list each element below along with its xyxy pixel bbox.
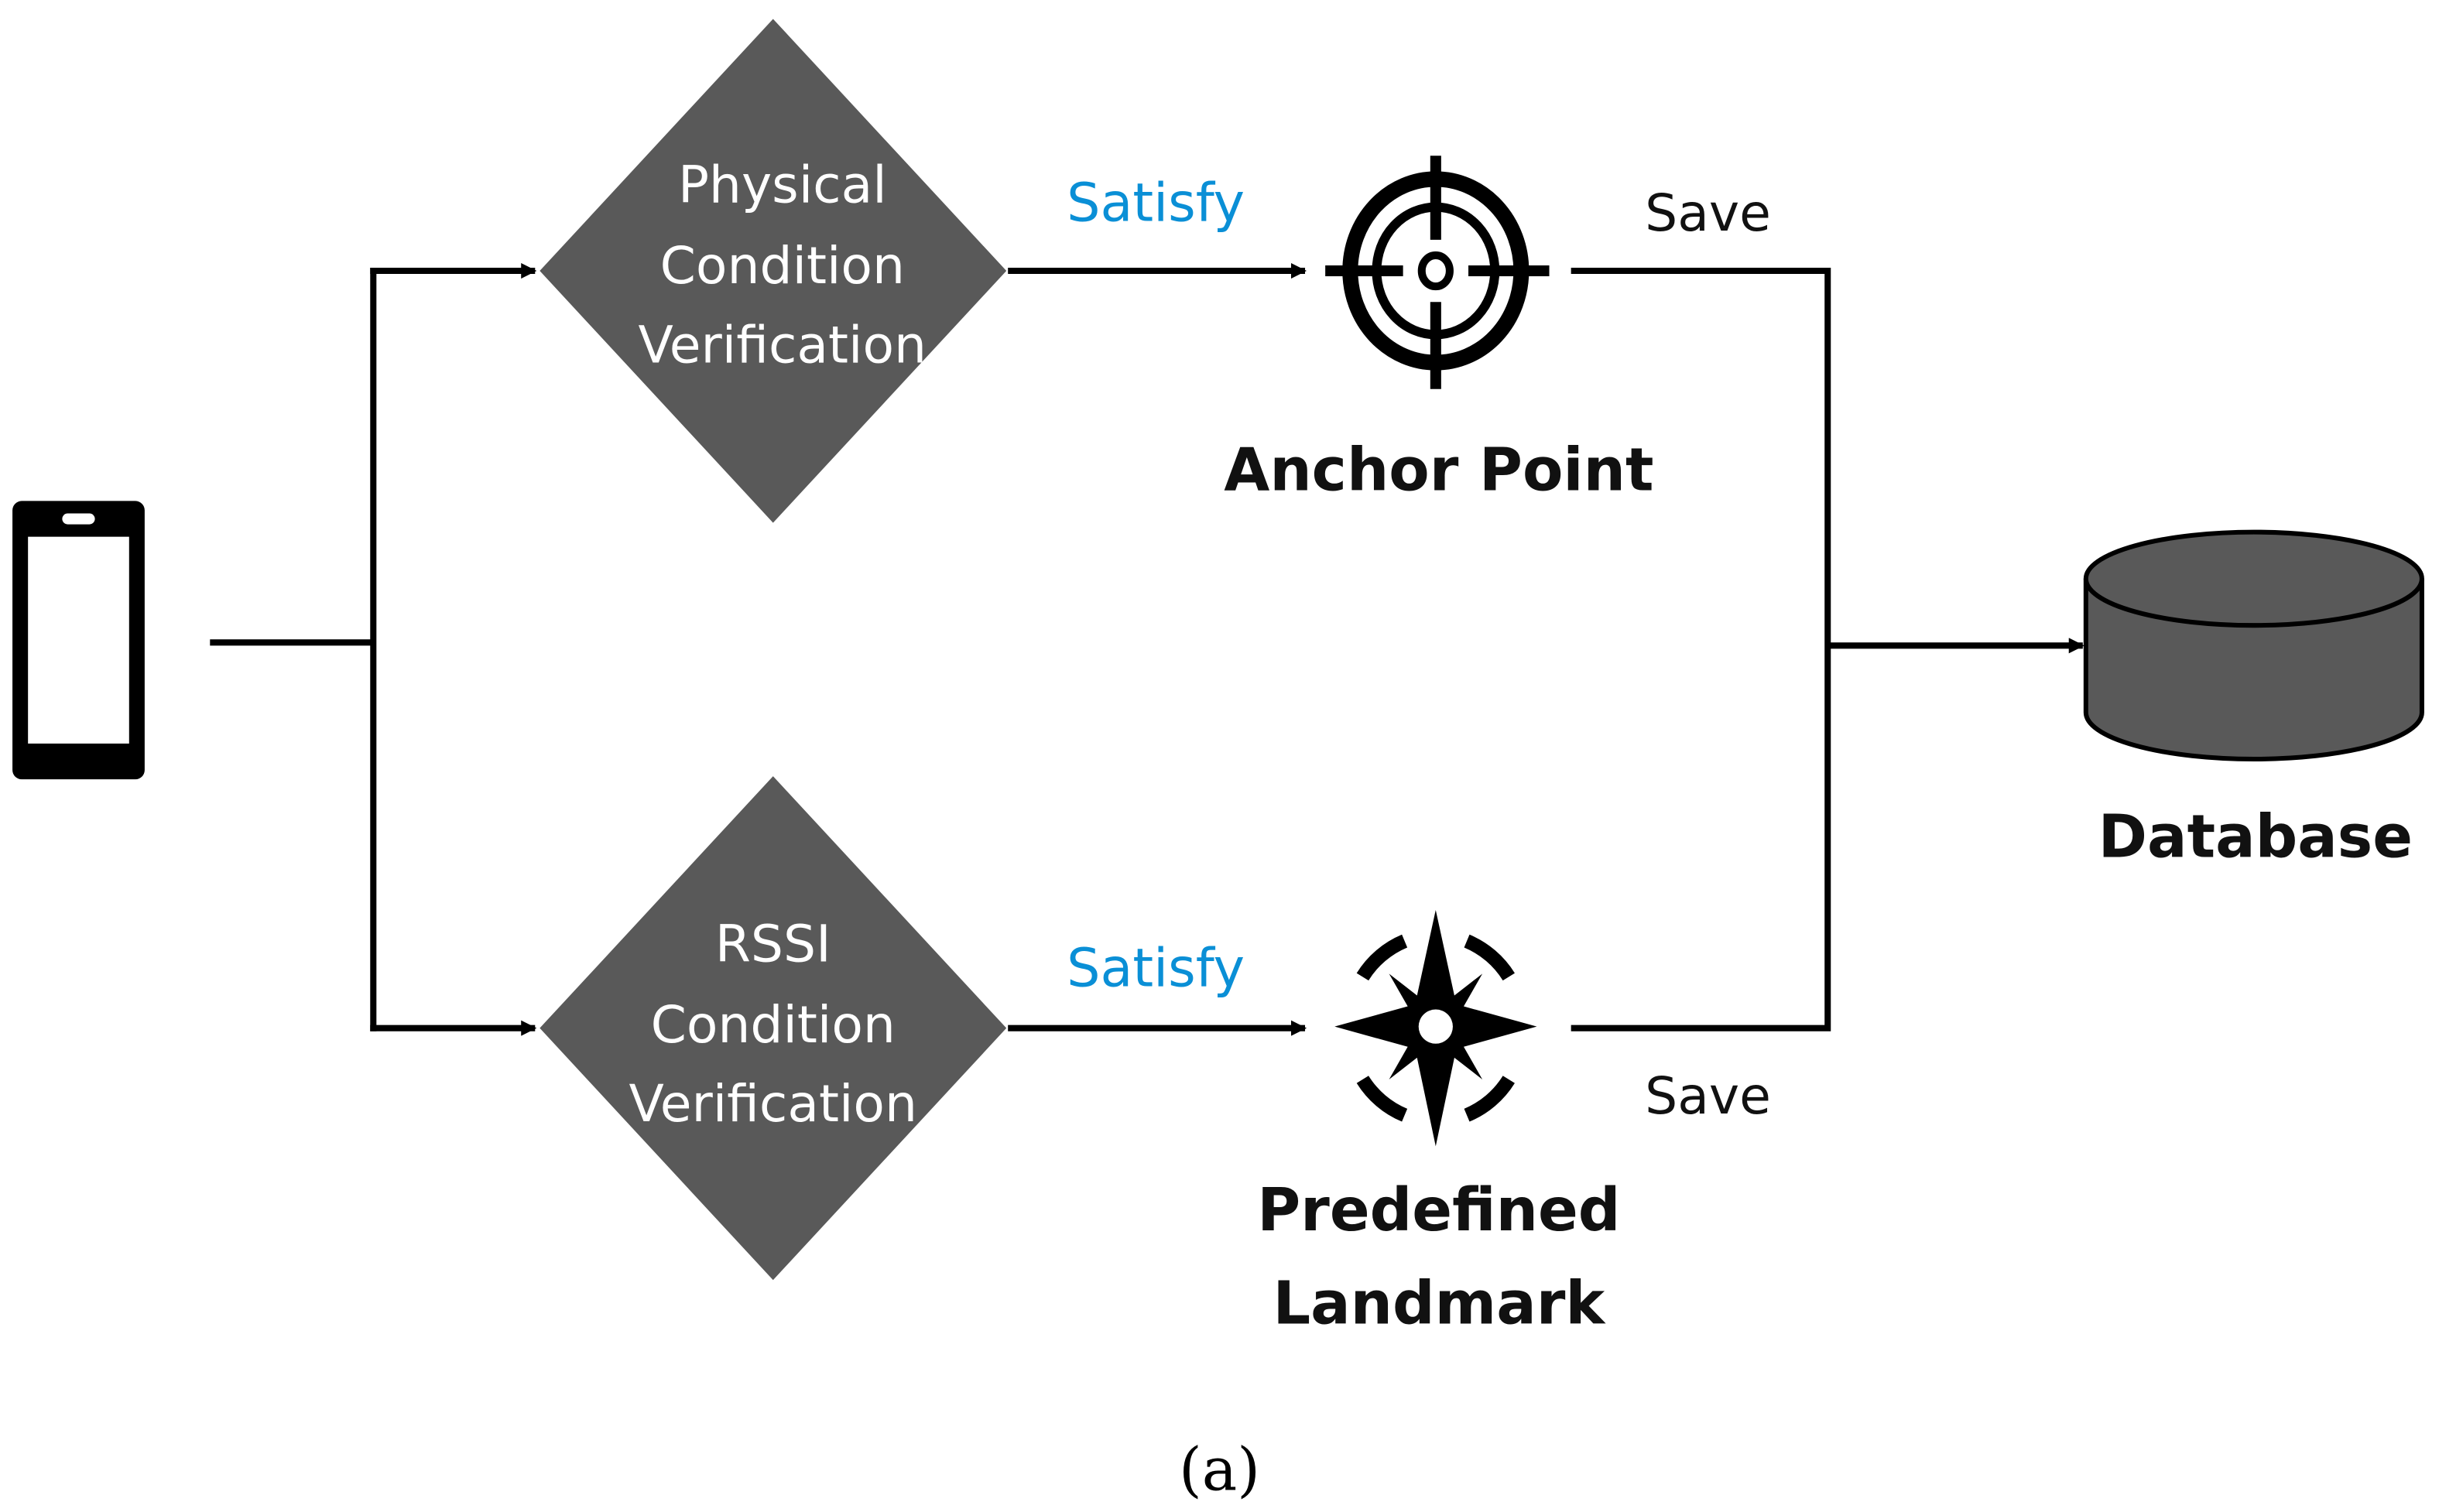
decision-text: Condition bbox=[660, 235, 905, 296]
smartphone-icon bbox=[12, 501, 145, 780]
anchor-point-label: Anchor Point bbox=[1224, 436, 1653, 505]
landmark-label-line2: Landmark bbox=[1273, 1269, 1606, 1338]
database-label: Database bbox=[2098, 803, 2413, 872]
database-cylinder-icon bbox=[2083, 529, 2424, 762]
landmark-label-line1: Predefined bbox=[1257, 1176, 1620, 1245]
compass-star-icon bbox=[1334, 909, 1537, 1147]
connector-lines bbox=[210, 262, 2084, 1036]
satisfy-label-bottom: Satisfy bbox=[1067, 938, 1245, 999]
decision-rssi-condition: RSSI Condition Verification bbox=[540, 776, 1007, 1281]
save-label-bottom: Save bbox=[1645, 1066, 1771, 1126]
decision-physical-condition: Physical Condition Verification bbox=[540, 19, 1007, 523]
decision-text: Verification bbox=[629, 1073, 918, 1134]
decision-text: RSSI bbox=[715, 913, 831, 973]
decision-text: Condition bbox=[651, 994, 896, 1055]
crosshair-target-icon bbox=[1325, 156, 1550, 389]
figure-caption: (a) bbox=[1179, 1436, 1260, 1505]
decision-text: Verification bbox=[639, 315, 927, 375]
save-label-top: Save bbox=[1645, 183, 1771, 243]
satisfy-label-top: Satisfy bbox=[1067, 173, 1245, 234]
decision-text: Physical bbox=[678, 155, 887, 215]
